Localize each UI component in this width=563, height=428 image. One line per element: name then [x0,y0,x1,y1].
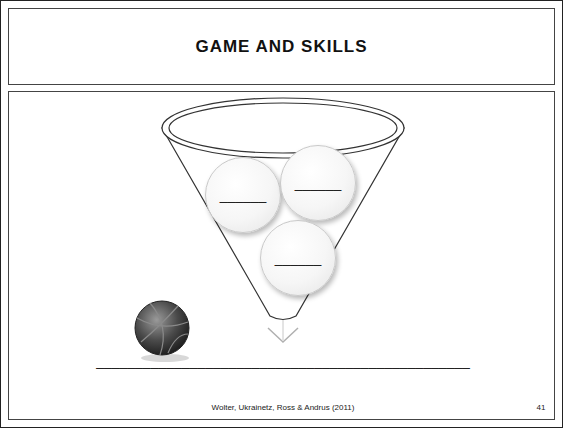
slide-title: GAME AND SKILLS [8,37,555,57]
content-box [9,92,555,420]
header-box [9,9,555,85]
blank-line: ______ [220,187,267,203]
blank-circle: ______ [260,220,336,296]
blank-circle: ______ [205,157,281,233]
blank-line: ______ [275,250,322,266]
basketball [135,301,189,355]
blank-circle: ______ [280,145,356,221]
funnel-rim-inner [169,103,397,153]
down-arrow-stem [283,320,284,340]
answer-blank: ________________________________________… [96,353,470,369]
page-number: 41 [537,403,546,412]
blank-line: ______ [295,175,342,191]
citation: Wolter, Ukrainetz, Ross & Andrus (2011) [212,403,355,412]
funnel-rim [162,98,404,158]
